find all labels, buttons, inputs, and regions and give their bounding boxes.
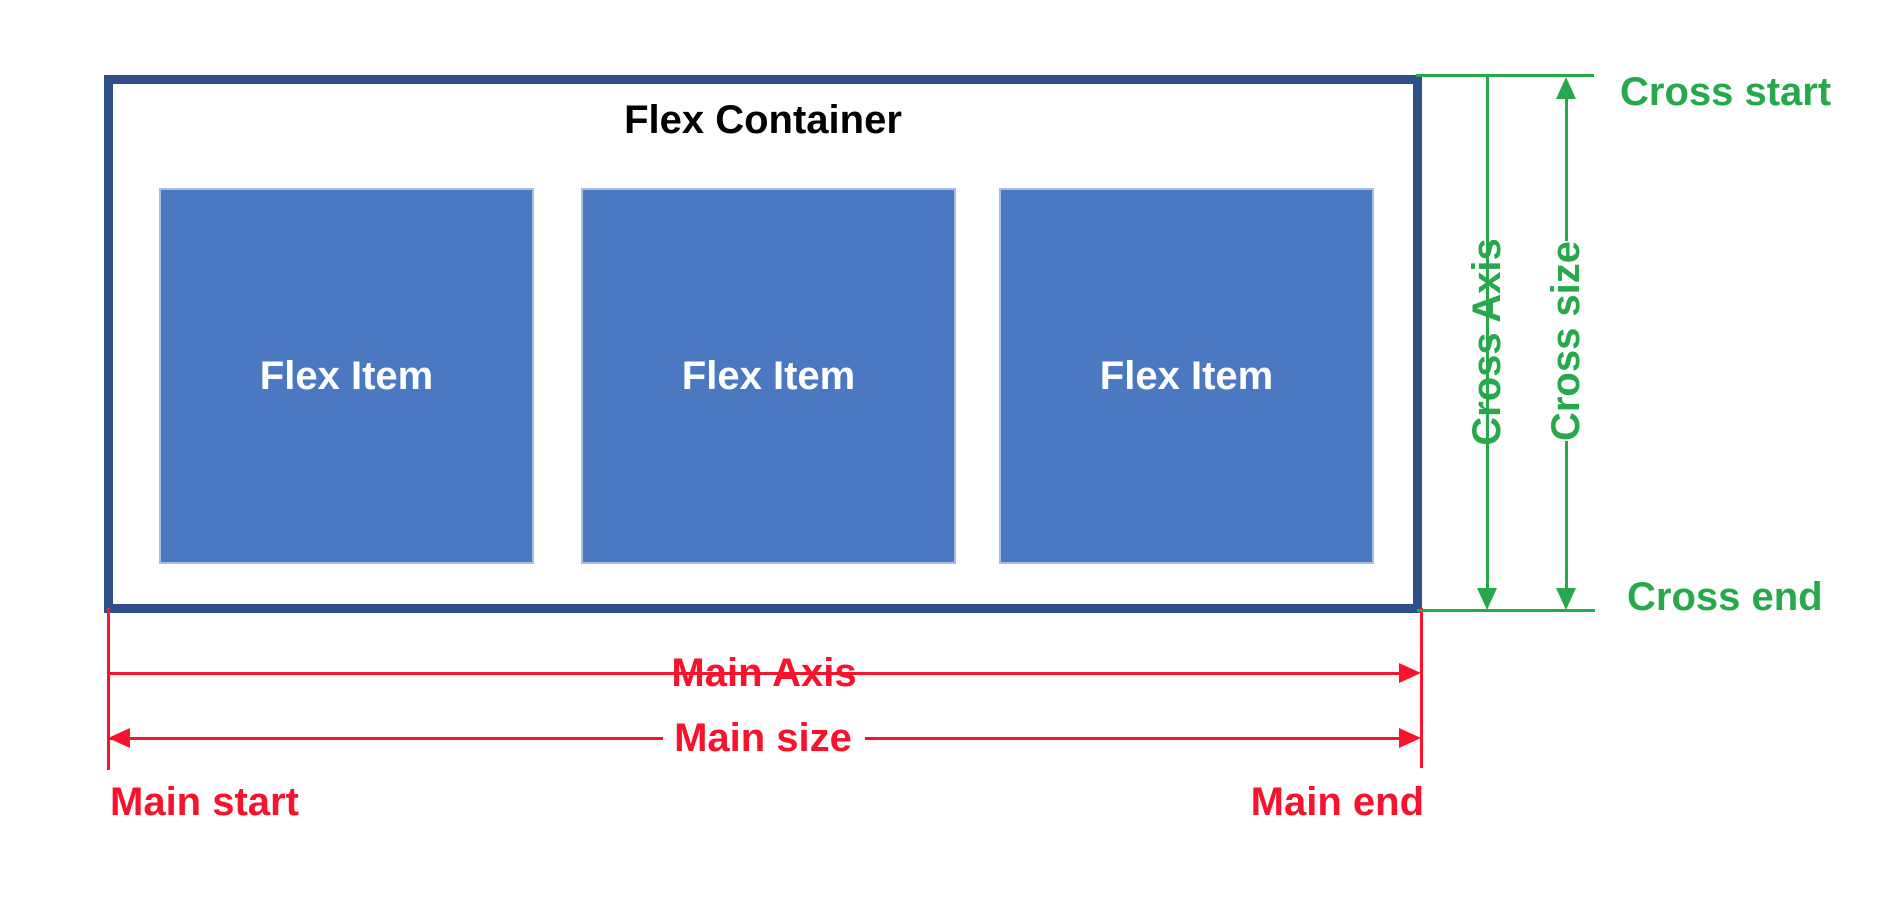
main-size-line-right: [865, 737, 1399, 740]
cross-axis-arrowhead-down-icon: [1477, 588, 1497, 610]
main-axis-line: [109, 672, 1399, 675]
cross-axis-line: [1486, 75, 1489, 588]
cross-axis-label: Cross Axis: [1465, 238, 1509, 446]
cross-start-label: Cross start: [1620, 70, 1832, 114]
flex-item-1: Flex Item: [159, 188, 534, 564]
flex-item-1-label: Flex Item: [259, 353, 434, 398]
flex-item-3: Flex Item: [999, 188, 1374, 564]
cross-size-arrowhead-up-icon: [1556, 77, 1576, 99]
main-size-arrowhead-left-icon: [108, 728, 130, 748]
cross-start-boundary-line: [1416, 74, 1594, 77]
main-size-label: Main size: [674, 716, 852, 760]
main-start-boundary-line: [107, 608, 110, 770]
main-end-label: Main end: [1250, 780, 1424, 824]
cross-size-line-top: [1565, 99, 1568, 241]
flex-item-3-label: Flex Item: [1099, 353, 1274, 398]
main-size-arrowhead-right-icon: [1399, 728, 1421, 748]
cross-end-label: Cross end: [1627, 575, 1823, 619]
flex-container-label: Flex Container: [624, 98, 902, 142]
flex-item-2-label: Flex Item: [681, 353, 856, 398]
cross-size-label: Cross size: [1544, 240, 1588, 442]
flex-item-2: Flex Item: [581, 188, 956, 564]
cross-size-line-bottom: [1565, 441, 1568, 588]
main-axis-label: Main Axis: [671, 651, 857, 695]
cross-size-arrowhead-down-icon: [1556, 588, 1576, 610]
main-axis-arrowhead-right-icon: [1399, 663, 1421, 683]
flex-container-box: Flex Container Flex Item Flex Item Flex …: [104, 75, 1422, 613]
cross-end-boundary-line: [1417, 609, 1595, 612]
main-size-line-left: [109, 737, 663, 740]
main-start-label: Main start: [110, 780, 299, 824]
main-end-boundary-line: [1420, 608, 1423, 768]
